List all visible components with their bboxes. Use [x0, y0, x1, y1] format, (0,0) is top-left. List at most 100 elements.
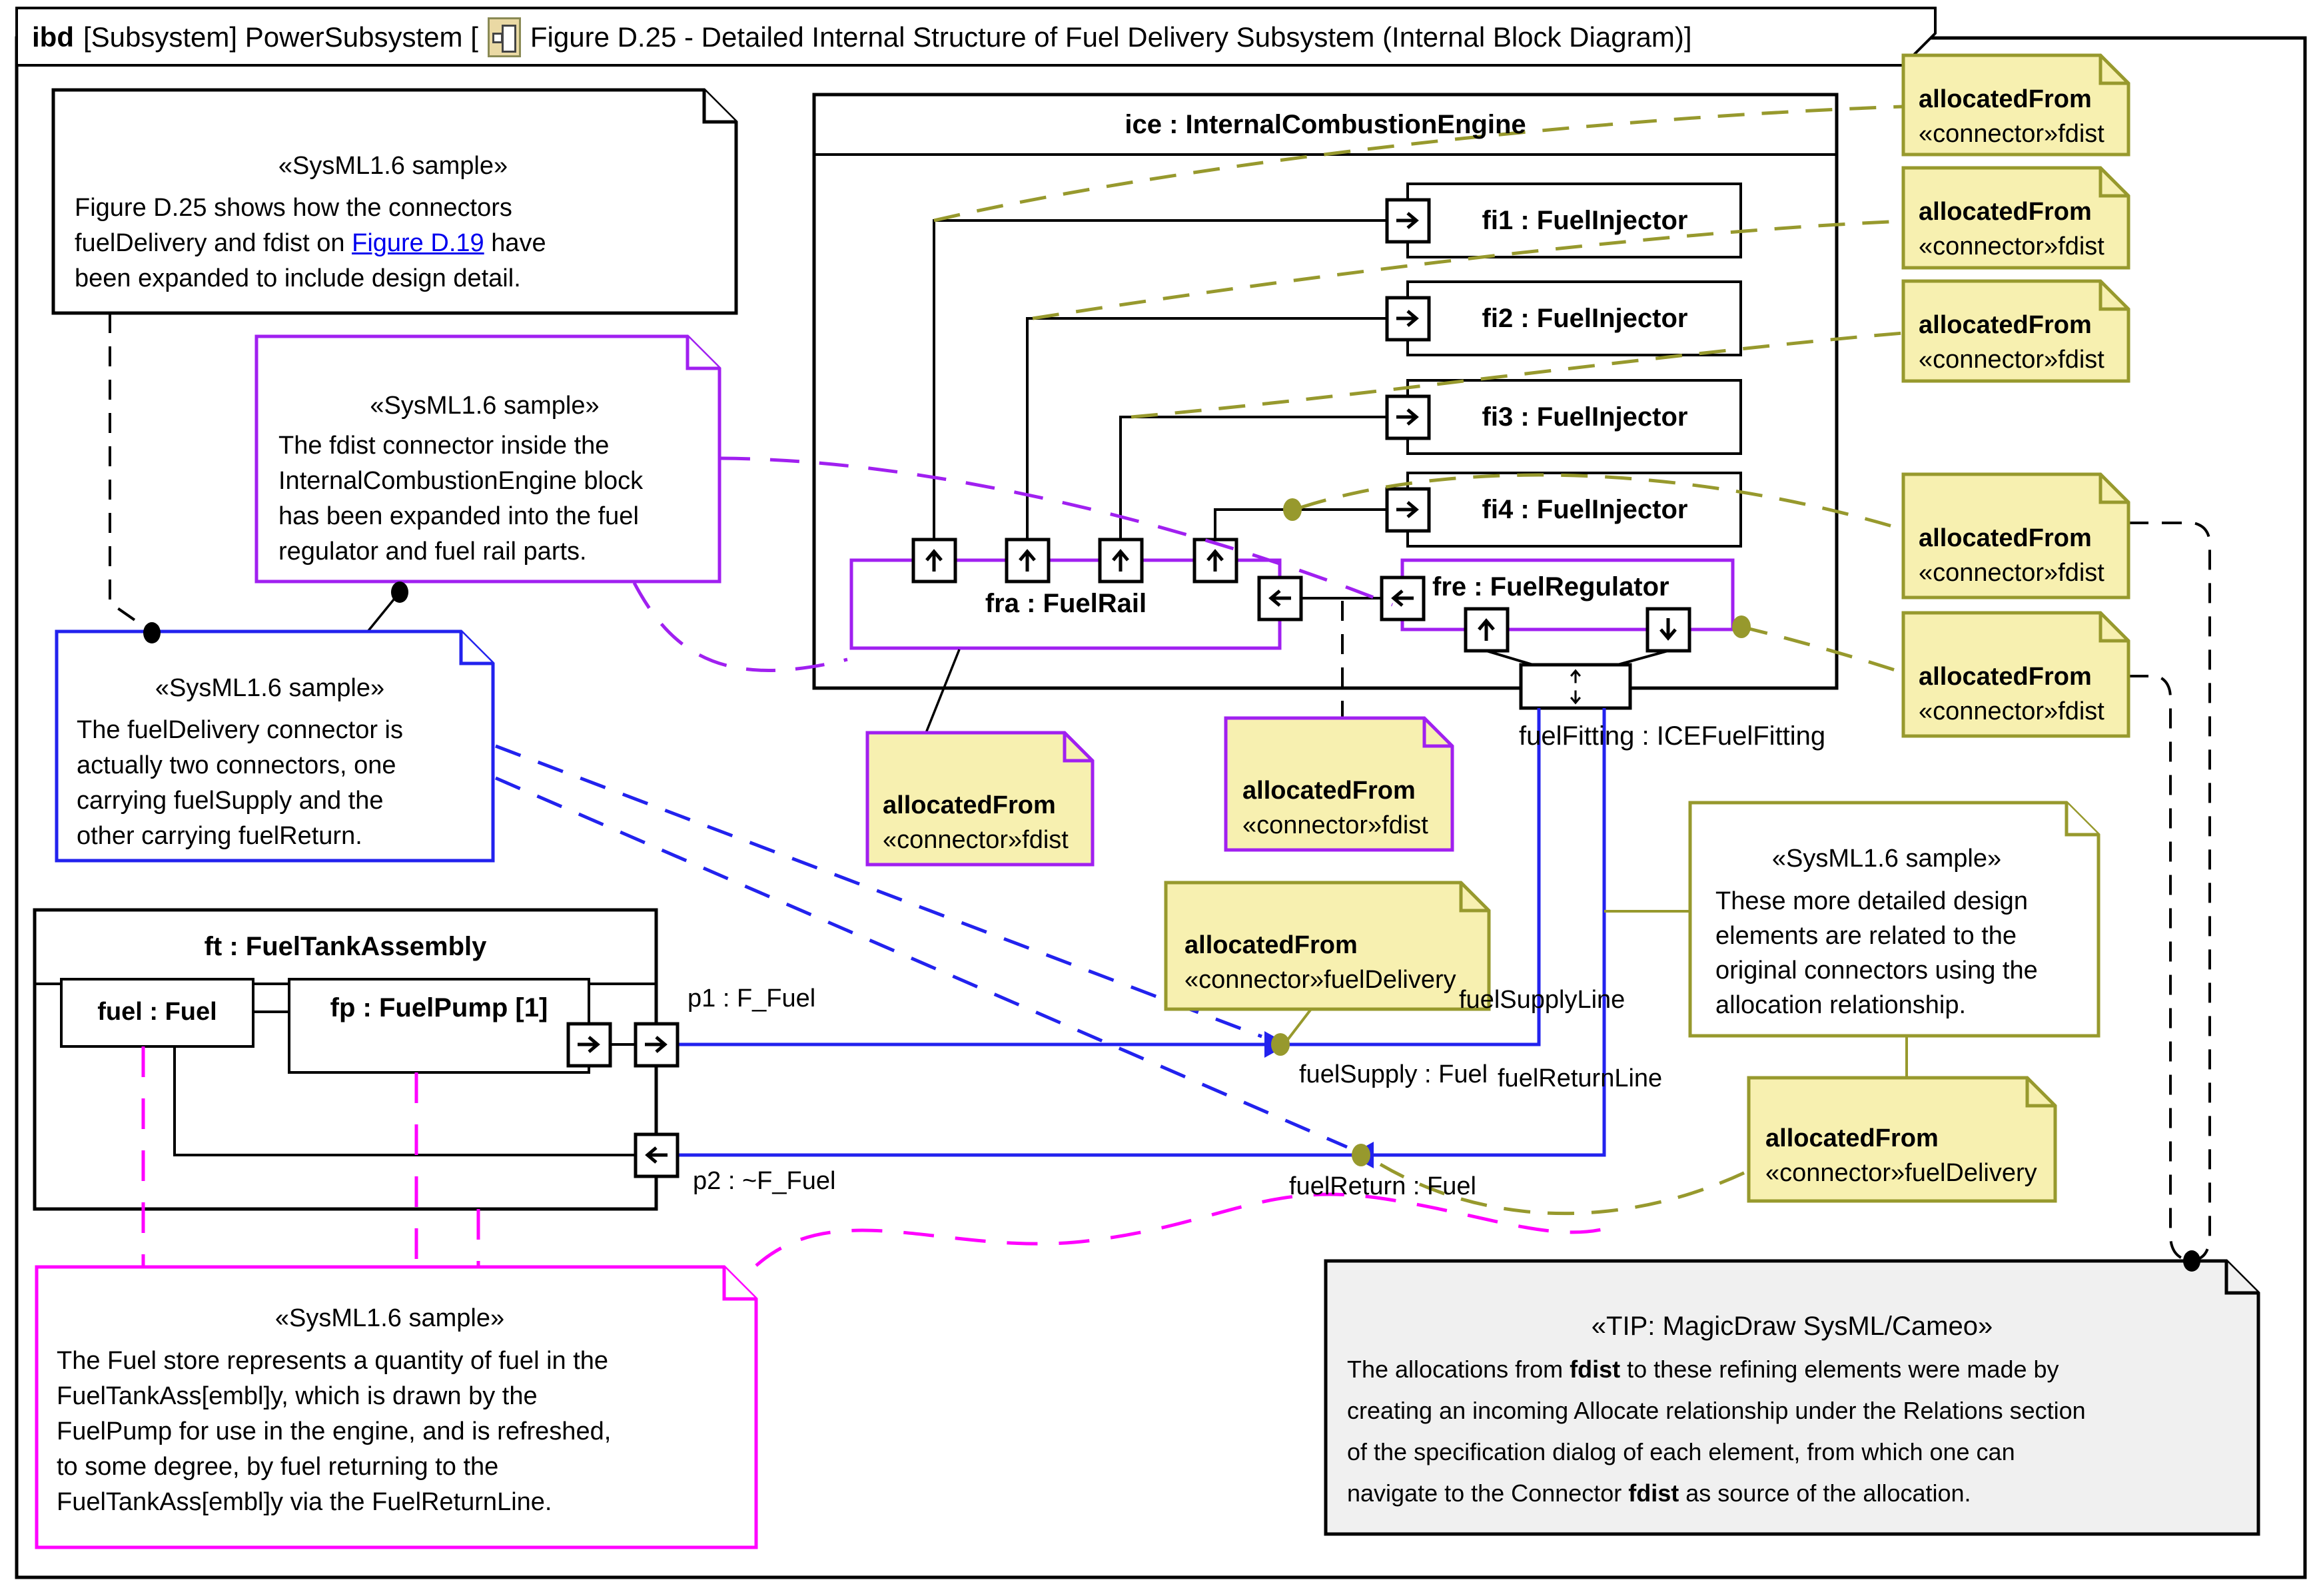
- up-arrow-icon: [1112, 549, 1129, 572]
- note-line: These more detailed design: [1715, 887, 2028, 915]
- up-arrow-icon: [925, 549, 943, 572]
- alloc-note-label: allocatedFrom: [1919, 311, 2092, 339]
- alloc-note-target: «connector»fdist: [1919, 232, 2104, 260]
- fi4-block-label: fi4 : FuelInjector: [1482, 495, 1688, 524]
- fp-out-port: [566, 1022, 612, 1068]
- fi1-block-label: fi1 : FuelInjector: [1482, 206, 1688, 235]
- fre-supply-port: [1464, 607, 1510, 653]
- ft-internal-connectors: [173, 1010, 635, 1156]
- p2-port: [634, 1132, 680, 1178]
- up-arrow-icon: [1019, 549, 1036, 572]
- note-line: other carrying fuelReturn.: [77, 822, 362, 850]
- alloc-note-label: allocatedFrom: [1242, 777, 1416, 805]
- fp-block-label: fp : FuelPump [1]: [330, 993, 548, 1022]
- alloc-note-label: allocatedFrom: [883, 791, 1056, 819]
- note-line: creating an incoming Allocate relationsh…: [1347, 1397, 2086, 1424]
- fi1-block-shape: [1406, 183, 1742, 258]
- fre-return-port: [1645, 607, 1691, 653]
- fre-allocation-dot: [1732, 615, 1751, 638]
- alloc-note-label: allocatedFrom: [1919, 663, 2092, 691]
- fi4-allocation-dot: [1283, 498, 1302, 521]
- note-alloc-fdist-7-shape: [1224, 716, 1454, 852]
- up-down-arrows-icon: [1570, 669, 1582, 705]
- ice-block-label: ice : InternalCombustionEngine: [1125, 110, 1526, 139]
- fi1-port: [1385, 198, 1431, 244]
- note-line: FuelTankAss[embl]y, which is drawn by th…: [57, 1382, 538, 1410]
- note-fuel-store-stereotype: «SysML1.6 sample»: [274, 1304, 505, 1332]
- anchor-dot-tip-note: [2183, 1250, 2200, 1272]
- diagram-icon: [487, 17, 521, 57]
- fi2-block-label: fi2 : FuelInjector: [1482, 304, 1688, 333]
- alloc-note-label: allocatedFrom: [1184, 931, 1358, 959]
- fuel-delivery-connectors: [677, 708, 1606, 1157]
- note-design-shape: [1688, 801, 2100, 1038]
- note-line: elements are related to the: [1715, 922, 2017, 950]
- fra-block-label: fra : FuelRail: [985, 589, 1147, 618]
- note-fuel-store-shape: [35, 1265, 758, 1549]
- note-tip-shape: [1324, 1259, 2260, 1536]
- diagram-title: ibd [Subsystem] PowerSubsystem [ Figure …: [32, 17, 1692, 57]
- note-line: navigate to the Connector fdist as sourc…: [1347, 1479, 1971, 1507]
- ports: [566, 198, 1691, 1178]
- fra-top-port-3: [1098, 538, 1144, 584]
- note-line: allocation relationship.: [1715, 991, 1967, 1019]
- note-line: regulator and fuel rail parts.: [278, 538, 587, 566]
- left-arrow-icon: [645, 1146, 668, 1164]
- fi3-block-shape: [1406, 379, 1742, 455]
- magenta-note-anchors: [141, 1046, 1621, 1267]
- down-arrow-icon: [1659, 618, 1677, 641]
- fi2-block-shape: [1406, 280, 1742, 356]
- alloc-note-target: «connector»fdist: [883, 826, 1069, 854]
- fra-out-port: [1257, 576, 1303, 621]
- note-fdist-expanded-shape: [254, 334, 721, 584]
- note-alloc-fdist-4-shape: [1901, 472, 2130, 599]
- alloc-note-label: allocatedFrom: [1765, 1124, 1939, 1152]
- figure-d19-link[interactable]: Figure D.19: [352, 229, 484, 257]
- p1-port-label: p1 : F_Fuel: [688, 985, 816, 1012]
- alloc-note-target: «connector»fdist: [1919, 346, 2104, 374]
- note-alloc-fueldelivery-2-shape: [1747, 1076, 2057, 1203]
- alloc-note-target: «connector»fdist: [1919, 697, 2104, 725]
- fra-top-port-2: [1005, 538, 1051, 584]
- right-arrow-icon: [1396, 408, 1419, 426]
- note-line: The Fuel store represents a quantity of …: [57, 1347, 609, 1375]
- p2-port-label: p2 : ~F_Fuel: [693, 1167, 836, 1195]
- alloc-note-target: «connector»fdist: [1919, 120, 2104, 148]
- note-line: FuelPump for use in the engine, and is r…: [57, 1417, 612, 1445]
- note-line: The allocations from fdist to these refi…: [1347, 1356, 2059, 1383]
- left-arrow-icon: [1268, 590, 1291, 607]
- note-line: to some degree, by fuel returning to the: [57, 1453, 499, 1481]
- note-fdist-expanded-stereotype: «SysML1.6 sample»: [370, 392, 600, 420]
- note-line: of the specification dialog of each elem…: [1347, 1438, 2015, 1465]
- alloc-note-label: allocatedFrom: [1919, 524, 2092, 552]
- note-line: FuelTankAss[embl]y via the FuelReturnLin…: [57, 1488, 552, 1516]
- right-arrow-icon: [1396, 501, 1419, 518]
- fuel-return-line-label: fuelReturnLine: [1498, 1064, 1663, 1092]
- right-arrow-icon: [645, 1036, 668, 1053]
- fuel-fitting-label: fuelFitting : ICEFuelFitting: [1519, 721, 1826, 751]
- purple-note-anchors: [632, 456, 1393, 672]
- allocation-dashed-lines: [933, 105, 1904, 1216]
- right-arrow-icon: [1396, 212, 1419, 229]
- fuel-block-shape: [60, 978, 254, 1048]
- alloc-note-target: «connector»fuelDelivery: [1765, 1159, 2037, 1187]
- fuel-supply-label: fuelSupply : Fuel: [1299, 1060, 1488, 1088]
- alloc-note-target: «connector»fuelDelivery: [1184, 966, 1456, 994]
- diagram-name: Figure D.25 - Detailed Internal Structur…: [530, 21, 1692, 53]
- alloc-note-label: allocatedFrom: [1919, 198, 2092, 226]
- right-arrow-icon: [1396, 310, 1419, 327]
- olive-solid-leaders: [1286, 910, 1908, 1076]
- note-alloc-fdist-6-shape: [865, 731, 1095, 867]
- anchor-dot-purple-note: [391, 582, 408, 603]
- fre-block-label: fre : FuelRegulator: [1432, 572, 1669, 601]
- note-tip-stereotype: «TIP: MagicDraw SysML/Cameo»: [1591, 1312, 1993, 1341]
- note-intro-line: Figure D.25 shows how the connectors: [75, 194, 512, 222]
- up-arrow-icon: [1478, 618, 1495, 641]
- up-arrow-icon: [1206, 549, 1224, 572]
- diagram-context: [Subsystem] PowerSubsystem [: [83, 21, 478, 53]
- fra-top-port-1: [911, 538, 957, 584]
- comment-anchors: [109, 313, 2211, 1261]
- note-alloc-fueldelivery-1-shape: [1164, 881, 1491, 1011]
- supply-allocation-dot: [1271, 1033, 1290, 1056]
